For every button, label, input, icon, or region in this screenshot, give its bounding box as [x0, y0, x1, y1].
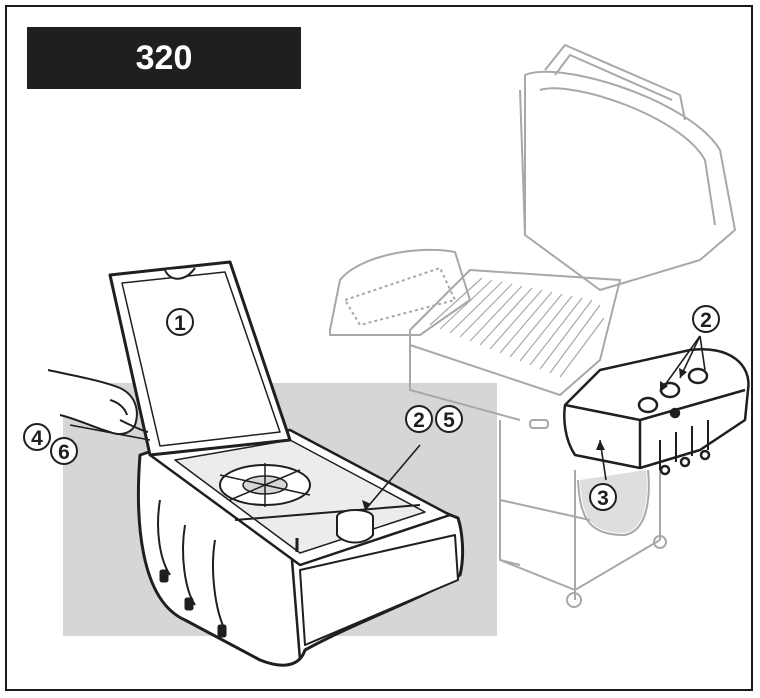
callout-2-knobs: 2	[692, 305, 720, 333]
svg-text:6: 6	[58, 441, 70, 464]
svg-text:5: 5	[443, 409, 455, 432]
hand-illustration	[47, 369, 149, 435]
leader-arrowheads	[362, 368, 687, 510]
side-burner-box	[136, 428, 465, 667]
callout-2-burner: 2	[405, 405, 433, 433]
callout-4: 4	[23, 423, 51, 451]
grill-ghost	[329, 44, 736, 608]
model-label: 320	[135, 38, 193, 77]
callout-3: 3	[589, 483, 617, 511]
diagram-frame	[5, 5, 753, 691]
svg-text:2: 2	[413, 409, 425, 432]
model-badge: 320	[27, 27, 301, 89]
svg-text:3: 3	[597, 487, 609, 510]
callout-1: 1	[166, 308, 194, 336]
svg-text:2: 2	[700, 309, 712, 332]
svg-text:1: 1	[174, 312, 186, 335]
installed-side-burner	[563, 347, 750, 476]
callout-5: 5	[435, 405, 463, 433]
callout-6: 6	[50, 437, 78, 465]
side-burner-lid	[108, 260, 292, 457]
svg-text:4: 4	[31, 427, 43, 450]
